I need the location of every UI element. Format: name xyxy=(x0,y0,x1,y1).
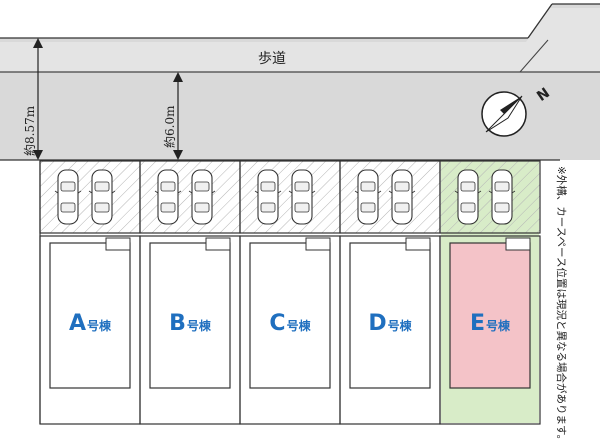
unit-letter: D xyxy=(368,311,386,336)
lot-a: A号棟 xyxy=(39,160,141,425)
porch xyxy=(305,237,331,251)
car-icon xyxy=(388,169,416,225)
parking-space xyxy=(239,160,341,234)
parking-space xyxy=(339,160,441,234)
parking-space xyxy=(39,160,141,234)
unit-suffix: 号棟 xyxy=(287,318,312,333)
lot-boundary xyxy=(439,235,541,425)
note: ※外構、カースペース位置は現況と異なる場合があります。 xyxy=(555,166,568,440)
sidewalk-curb-diagonal xyxy=(519,39,549,73)
car-icon xyxy=(54,169,82,225)
unit-letter: A xyxy=(69,311,86,336)
unit-letter: C xyxy=(269,311,285,336)
dimension-right-label: 約6.0m xyxy=(162,105,177,148)
car-icon xyxy=(454,169,482,225)
dimension-left-label: 約8.57m xyxy=(22,105,37,156)
building-footprint xyxy=(249,242,331,389)
unit-label: D号棟 xyxy=(368,311,412,336)
unit-suffix: 号棟 xyxy=(388,318,413,333)
car-icon xyxy=(254,169,282,225)
car-icon xyxy=(354,169,382,225)
dimension-right: 約6.0m xyxy=(162,72,183,160)
road-edge-diagonal xyxy=(527,3,553,39)
parking-space xyxy=(139,160,241,234)
porch xyxy=(505,237,531,251)
unit-suffix: 号棟 xyxy=(87,318,112,333)
building-footprint xyxy=(149,242,231,389)
building-footprint xyxy=(49,242,131,389)
building-footprint xyxy=(349,242,431,389)
unit-label: B号棟 xyxy=(169,311,212,336)
car-icon xyxy=(288,169,316,225)
car-icon xyxy=(154,169,182,225)
unit-suffix: 号棟 xyxy=(187,318,212,333)
unit-label: E号棟 xyxy=(470,311,511,336)
road-area xyxy=(0,4,600,160)
porch xyxy=(105,237,131,251)
car-icon xyxy=(88,169,116,225)
unit-label: A号棟 xyxy=(69,311,112,336)
porch xyxy=(405,237,431,251)
car-icon xyxy=(488,169,516,225)
lot-e: E号棟 xyxy=(439,160,541,425)
note-text: ※外構、カースペース位置は現況と異なる場合があります。 xyxy=(555,166,568,440)
lot-d: D号棟 xyxy=(339,160,441,425)
lot-b: B号棟 xyxy=(139,160,241,425)
parking-space xyxy=(439,160,541,234)
sidewalk-label: 歩道 xyxy=(258,51,286,67)
dimension-left: 約8.57m xyxy=(22,38,43,160)
unit-letter: E xyxy=(470,311,485,336)
sidewalk-band xyxy=(0,8,600,72)
unit-letter: B xyxy=(169,311,186,336)
car-icon xyxy=(188,169,216,225)
building-footprint xyxy=(449,242,531,389)
porch xyxy=(205,237,231,251)
lot-c: C号棟 xyxy=(239,160,341,425)
unit-label: C号棟 xyxy=(269,311,311,336)
unit-suffix: 号棟 xyxy=(486,318,511,333)
